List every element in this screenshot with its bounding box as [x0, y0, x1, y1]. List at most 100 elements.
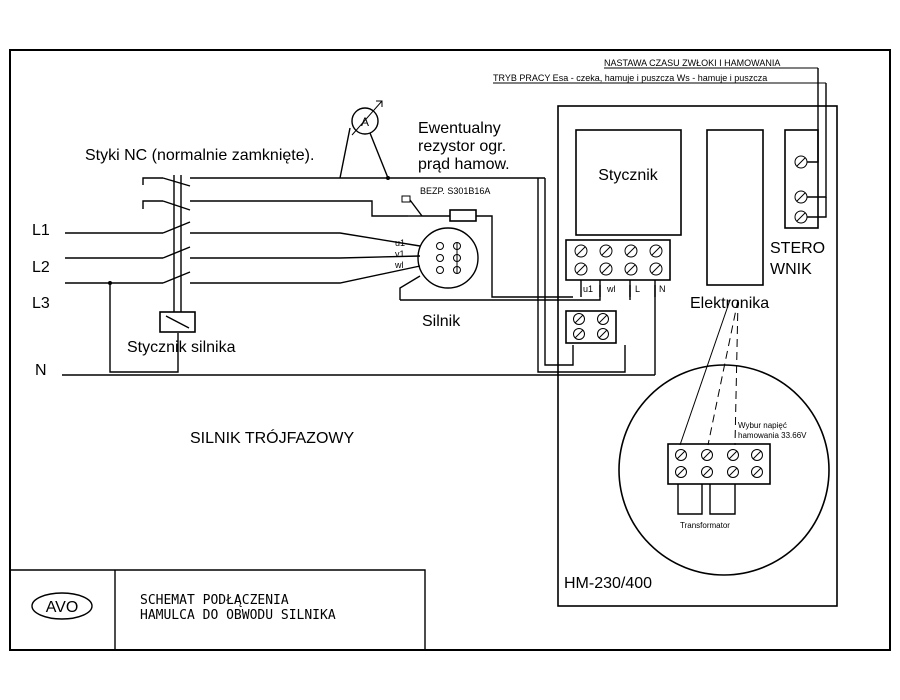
device-model-label: HM-230/400: [564, 575, 652, 592]
internal-contactor-label: Stycznik: [598, 167, 659, 184]
detail-leader-3: [734, 299, 739, 446]
line-l1-label: L1: [32, 222, 50, 239]
terminal-screw: [624, 244, 638, 258]
terminal-screw: [599, 244, 613, 258]
stycznik-silnika-label: Stycznik silnika: [127, 339, 236, 356]
terminal-screw-slot: [576, 246, 586, 256]
wire-coil-feed: [109, 283, 179, 373]
silnik-trojfazowy-label: SILNIK TRÓJFAZOWY: [190, 428, 355, 447]
title-block: AVO SCHEMAT PODŁĄCZENIA HAMULCA DO OBWOD…: [10, 569, 426, 650]
terminal-screw-slot: [574, 314, 584, 324]
motor-stud-1: [436, 242, 444, 250]
ewentualny-label-2: rezystor ogr.: [418, 138, 506, 155]
terminal-screw: [599, 262, 613, 276]
device-hm-230-400: HM-230/400 Stycznik Elektronika STERO WN…: [557, 105, 838, 607]
title-line-2: HAMULCA DO OBWODU SILNIKA: [140, 608, 336, 623]
terminal-screw-slot: [601, 264, 611, 274]
terminal-block-small: [565, 310, 617, 344]
drawing-frame: [9, 49, 891, 651]
motor-stud-3: [436, 266, 444, 274]
nastawa-label: NASTAWA CZASU ZWŁOKI I HAMOWANIA: [604, 58, 780, 68]
ammeter-circle: [351, 107, 379, 135]
ewentualny-label-3: prąd hamow.: [418, 156, 510, 173]
ammeter-junction: [386, 176, 390, 180]
terminal-screw-slot: [626, 264, 636, 274]
supply-lines: L1 L2 L3 N: [32, 221, 655, 379]
controller-module: [784, 129, 819, 229]
detail-terminal-screws: [675, 449, 763, 478]
detail-leader-1: [679, 299, 731, 446]
motor-terminal-w1: wl: [394, 260, 404, 270]
motor-stud-2: [436, 254, 444, 262]
internal-contactor: [575, 129, 682, 236]
detail-leader-2: [707, 299, 739, 446]
contactor-coil: [159, 311, 196, 333]
terminal-screw: [751, 466, 763, 478]
nc2-left: [142, 200, 163, 209]
terminal-screw-slot: [651, 264, 661, 274]
terminal-screw: [597, 328, 609, 340]
breaker-mark: [401, 195, 411, 203]
sterownik-label-2: WNIK: [770, 261, 812, 278]
title-block-border: [10, 569, 426, 650]
wybur-label-1: Wybur napięć: [738, 421, 787, 430]
terminal-screw: [573, 313, 585, 325]
terminal-screw: [675, 466, 687, 478]
wire-l3-motor: [190, 265, 421, 284]
nc2-wire: [190, 200, 408, 217]
ammeter-label: A: [361, 115, 369, 129]
resistor: [449, 209, 477, 222]
terminal-screw-slot: [651, 246, 661, 256]
terminal-screw: [727, 449, 739, 461]
controller-screw-3-slot: [796, 212, 806, 222]
detail-zoom-circle: [618, 364, 830, 576]
terminal-screw: [649, 244, 663, 258]
styki-nc-label: Styki NC (normalnie zamknięte).: [85, 147, 314, 164]
detail-terminal-block: [667, 443, 771, 485]
bezp-label: BEZP. S301B16A: [420, 186, 490, 196]
terminal-screw-slot: [676, 467, 686, 477]
transformator-label: Transformator: [680, 521, 730, 530]
terminal-screw: [751, 449, 763, 461]
terminal-screw: [574, 262, 588, 276]
tryb-wire: [807, 83, 827, 198]
terminal-screw-slot: [626, 246, 636, 256]
transformer-lead-2: [709, 484, 736, 515]
wire-w1-out: [399, 275, 421, 300]
breaker-blade: [409, 199, 423, 217]
ammeter: A: [339, 100, 390, 180]
ammeter-lead-2: [369, 132, 389, 179]
nc1-left: [142, 177, 163, 185]
elektronika-label: Elektronika: [690, 295, 769, 312]
avo-logo-oval: [31, 592, 93, 620]
settings-callouts: NASTAWA CZASU ZWŁOKI I HAMOWANIA TRYB PR…: [493, 58, 827, 218]
terminal-screw-slot: [702, 450, 712, 460]
terminal-screw-slot: [752, 450, 762, 460]
electronics-module: [706, 129, 764, 286]
terminal-screw: [701, 466, 713, 478]
terminal-label-w1: wl: [606, 284, 616, 294]
ammeter-lead-1: [339, 127, 351, 179]
terminal-screw: [675, 449, 687, 461]
terminal-label-l: L: [635, 284, 640, 294]
nc-contacts: Styki NC (normalnie zamknięte).: [85, 147, 545, 217]
line-l2-label: L2: [32, 259, 50, 276]
terminal-screw-slot: [676, 450, 686, 460]
motor-contactor: Stycznik silnika: [127, 175, 236, 356]
tryb-label: TRYB PRACY Esa - czeka, hamuje i puszcza…: [493, 73, 767, 83]
terminal-screw-slot: [728, 467, 738, 477]
wire-nc1-to-block: [544, 178, 574, 366]
terminal-screw: [624, 262, 638, 276]
terminal-screw: [573, 328, 585, 340]
line-n-label: N: [35, 362, 47, 379]
controller-screw-1-slot: [796, 157, 806, 167]
terminal-screw-slot: [576, 264, 586, 274]
avo-logo: AVO: [46, 599, 79, 616]
terminal-block-main-screws: [574, 244, 663, 276]
terminal-screw: [701, 449, 713, 461]
nc2-blade: [162, 200, 191, 211]
wire-l1-motor: [190, 232, 421, 247]
terminal-screw-slot: [574, 329, 584, 339]
terminal-block-main: [565, 239, 671, 281]
